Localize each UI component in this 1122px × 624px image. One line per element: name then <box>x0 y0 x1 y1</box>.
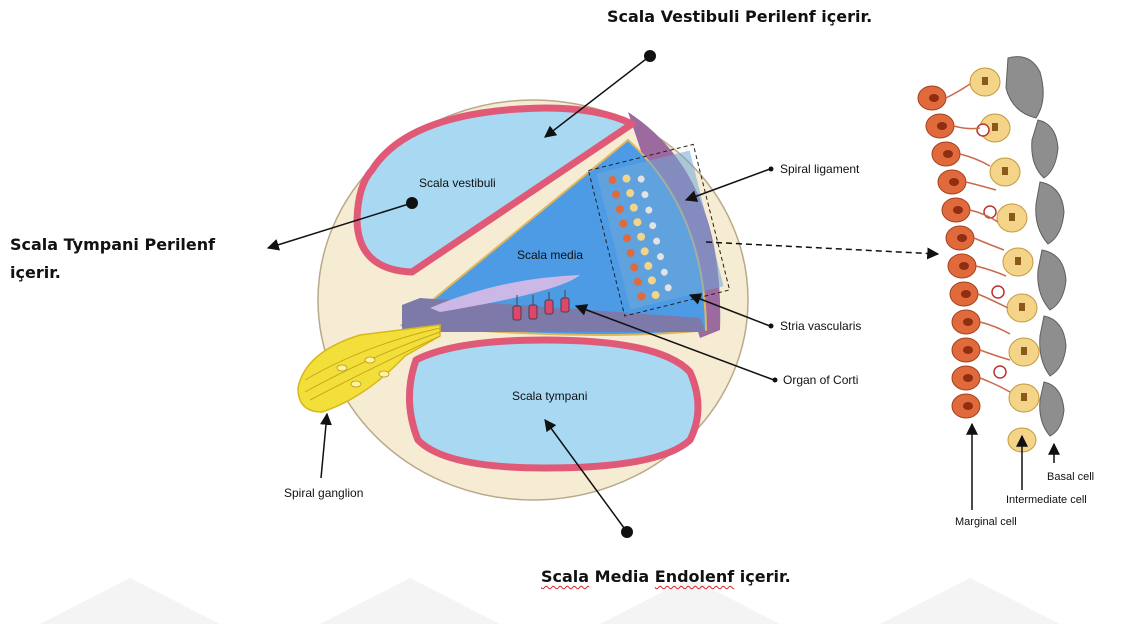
label-spiral-ligament: Spiral ligament <box>780 162 859 176</box>
caption-scala-media: Scala Media Endolenf içerir. <box>541 567 791 586</box>
spiral-ganglion-arrow <box>321 414 327 478</box>
label-marginal-cell: Marginal cell <box>955 516 1017 528</box>
scala-tympani <box>409 340 698 468</box>
label-scala-tympani: Scala tympani <box>512 389 587 403</box>
caption-scala-tympani-line2: içerir. <box>10 263 61 282</box>
basal-cell-column <box>1006 57 1066 436</box>
marginal-cell-column <box>918 86 980 418</box>
label-scala-vestibuli: Scala vestibuli <box>419 176 496 190</box>
label-organ-of-corti: Organ of Corti <box>783 373 858 387</box>
caption-scala-media-word3: Endolenf <box>655 567 734 586</box>
label-spiral-ganglion: Spiral ganglion <box>284 486 363 500</box>
caption-scala-media-word1: Scala <box>541 567 589 586</box>
caption-scala-vestibuli: Scala Vestibuli Perilenf içerir. <box>607 7 872 26</box>
label-intermediate-cell: Intermediate cell <box>1006 494 1087 506</box>
caption-scala-tympani-line1: Scala Tympani Perilenf <box>10 235 215 254</box>
label-scala-media: Scala media <box>517 248 583 262</box>
caption-scala-media-word4: içerir. <box>740 567 791 586</box>
stria-cell-panel <box>918 57 1066 452</box>
label-stria-vascularis: Stria vascularis <box>780 319 861 333</box>
caption-scala-media-word2: Media <box>595 567 650 586</box>
label-basal-cell: Basal cell <box>1047 471 1094 483</box>
